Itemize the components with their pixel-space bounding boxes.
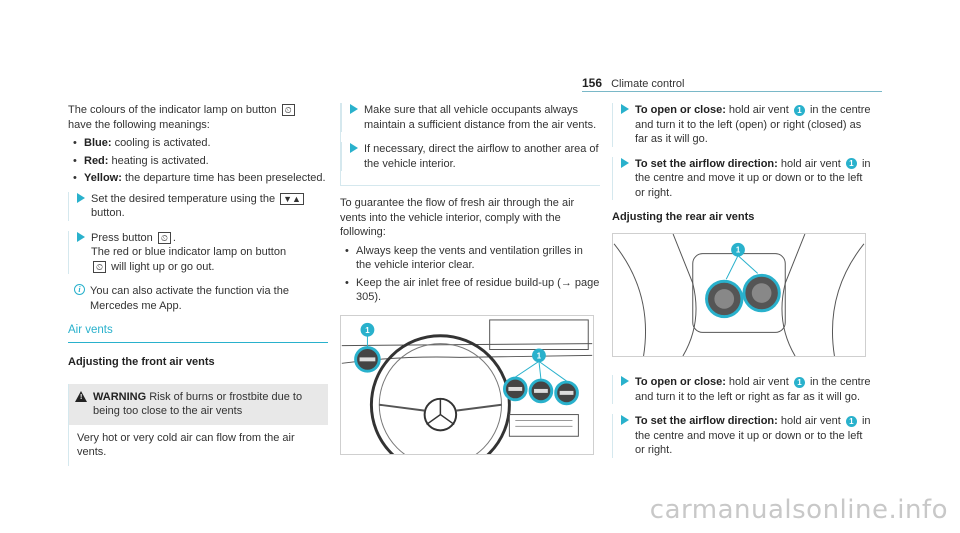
warning-box: ! WARNING Risk of burns or frostbite due…	[68, 383, 328, 466]
callout-1-center: 1	[537, 351, 542, 360]
temperature-arrows-icon: ▼▲	[280, 192, 304, 205]
step-arrow-icon	[350, 104, 358, 114]
list-item: Keep the air inlet free of residue build…	[340, 276, 600, 305]
column-left: The colours of the indicator lamp on but…	[68, 103, 328, 466]
step-keep-distance: Make sure that all vehicle occupants alw…	[341, 103, 600, 133]
list-item: Red: heating is activated.	[68, 154, 328, 169]
step-press-button: Press button ⏲. The red or blue indicato…	[68, 230, 328, 275]
fresh-air-para: To guarantee the flow of fresh air throu…	[340, 197, 575, 239]
page-header: 156 Climate control	[582, 76, 882, 92]
step-arrow-icon	[350, 143, 358, 154]
column-right: To open or close: hold air vent 1 in the…	[612, 103, 872, 468]
indicator-intro: The colours of the indicator lamp on but…	[68, 103, 328, 132]
list-item: Always keep the vents and ventilation gr…	[340, 244, 600, 273]
departure-timer-button-icon: ⏲	[281, 104, 295, 117]
callout-1-left: 1	[365, 325, 370, 334]
callout-badge: 1	[845, 158, 857, 170]
header-divider	[582, 91, 882, 92]
step-arrow-icon	[77, 231, 85, 242]
step-arrow-icon	[77, 192, 85, 203]
callout-badge: 1	[793, 104, 805, 116]
warning-continuation: Make sure that all vehicle occupants alw…	[340, 103, 600, 187]
step-set-temperature: Set the desired temperature using the ▼▲…	[68, 191, 328, 221]
front-air-vents-figure: 1 1	[340, 314, 594, 475]
subsection-title-rear-vents: Adjusting the rear air vents	[612, 211, 755, 224]
fresh-air-list: Always keep the vents and ventilation gr…	[340, 244, 600, 305]
info-icon: i	[74, 284, 85, 296]
step-arrow-icon	[621, 157, 629, 168]
warning-header: ! WARNING Risk of burns or frostbite due…	[69, 383, 328, 425]
step-arrow-icon	[621, 376, 629, 387]
warning-body: Very hot or very cold air can flow from …	[77, 431, 295, 459]
page-number: 156	[582, 76, 603, 90]
departure-timer-button-icon: ⏲	[157, 231, 171, 244]
step-front-airflow: To set the airflow direction: hold air v…	[612, 156, 872, 201]
warning-triangle-icon: !	[75, 390, 87, 402]
section-title-air-vents: Air vents	[68, 323, 328, 344]
chapter-title: Climate control	[611, 78, 685, 90]
step-direct-airflow: If necessary, direct the airflow to anot…	[341, 142, 600, 172]
info-note: i You can also activate the function via…	[68, 284, 328, 313]
rear-air-vents-figure: 1	[612, 232, 866, 357]
step-rear-airflow: To set the airflow direction: hold air v…	[612, 414, 872, 458]
callout-badge: 1	[845, 415, 857, 427]
list-item: Yellow: the departure time has been pres…	[68, 171, 328, 186]
callout-1-rear: 1	[736, 245, 741, 254]
column-middle: Make sure that all vehicle occupants alw…	[340, 103, 600, 475]
departure-timer-button-icon: ⏲	[93, 260, 107, 273]
step-arrow-icon	[621, 415, 629, 426]
step-rear-open-close: To open or close: hold air vent 1 in the…	[612, 375, 872, 405]
indicator-meanings-list: Blue: cooling is activated. Red: heating…	[68, 136, 328, 186]
watermark: carmanualsonline.info	[649, 494, 948, 525]
callout-badge: 1	[793, 376, 805, 388]
list-item: Blue: cooling is activated.	[68, 136, 328, 151]
step-arrow-icon	[621, 104, 629, 114]
subsection-title-front-vents: Adjusting the front air vents	[68, 356, 215, 369]
step-front-open-close: To open or close: hold air vent 1 in the…	[612, 103, 872, 147]
